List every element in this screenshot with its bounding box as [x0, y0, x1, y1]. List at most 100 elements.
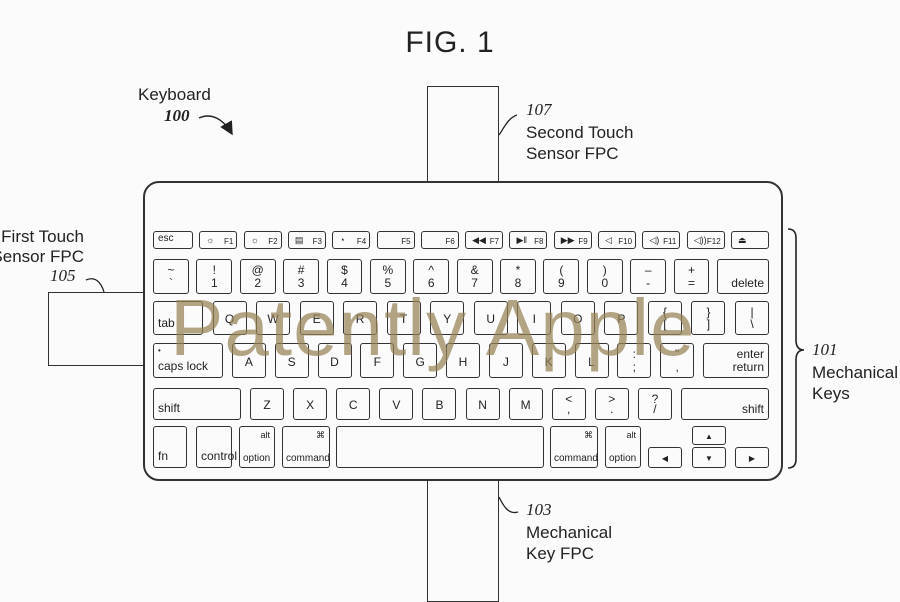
- key-top-label: –: [644, 263, 652, 277]
- key-question[interactable]: ?/: [637, 388, 672, 420]
- key-6[interactable]: ^6: [413, 259, 450, 294]
- key-m[interactable]: M: [508, 388, 543, 420]
- key-8[interactable]: *8: [500, 259, 536, 294]
- key-f6[interactable]: F6: [420, 231, 459, 249]
- key-control[interactable]: control: [196, 426, 237, 468]
- key-5[interactable]: %5: [369, 259, 406, 294]
- key-gt[interactable]: >.: [594, 388, 629, 420]
- key-f11[interactable]: ◁)F11: [642, 231, 681, 249]
- key-4[interactable]: $4: [326, 259, 363, 294]
- key-f12[interactable]: ◁))F12: [686, 231, 725, 249]
- key-p[interactable]: P: [604, 301, 639, 335]
- key-bottom-label: 6: [427, 276, 435, 290]
- key-u[interactable]: U: [473, 301, 508, 335]
- key-a[interactable]: A: [231, 343, 266, 378]
- key-top-label: ~: [167, 263, 175, 277]
- key-left[interactable]: ◀: [648, 447, 682, 468]
- key-f4[interactable]: ◔F4: [332, 231, 371, 249]
- key-minus[interactable]: –-: [630, 259, 667, 294]
- key-q[interactable]: Q: [212, 301, 247, 335]
- key-quote[interactable]: ",: [660, 343, 695, 378]
- key-f1[interactable]: ☼F1: [199, 231, 238, 249]
- key-bottom-label: option: [243, 453, 271, 464]
- key-x[interactable]: X: [293, 388, 328, 420]
- mechanical-key-fpc: [427, 472, 499, 602]
- key-n[interactable]: N: [465, 388, 500, 420]
- key-rcommand[interactable]: ⌘command: [550, 426, 598, 468]
- key-c[interactable]: C: [336, 388, 371, 420]
- key-icon: ☼: [206, 235, 215, 245]
- key-up[interactable]: ▲: [692, 426, 726, 445]
- key-v[interactable]: V: [379, 388, 414, 420]
- key-plus[interactable]: +=: [673, 259, 710, 294]
- key-tab[interactable]: tab: [153, 301, 203, 335]
- key-colon[interactable]: :;: [617, 343, 652, 378]
- key-f3[interactable]: ▤F3: [287, 231, 326, 249]
- key-i[interactable]: I: [517, 301, 552, 335]
- key-fn-label: F2: [268, 237, 278, 246]
- key-lcommand[interactable]: ⌘command: [282, 426, 330, 468]
- key-0[interactable]: )0: [586, 259, 623, 294]
- key-label: W: [267, 312, 279, 326]
- watermark: Patently Apple: [170, 283, 696, 372]
- key-7[interactable]: &7: [456, 259, 493, 294]
- key-k[interactable]: K: [531, 343, 566, 378]
- key-lbrace[interactable]: {[: [647, 301, 682, 335]
- key-label: Q: [224, 312, 235, 326]
- key-fn[interactable]: fn: [153, 426, 187, 468]
- key-g[interactable]: G: [403, 343, 438, 378]
- key-space[interactable]: [336, 426, 544, 468]
- key-1[interactable]: !1: [196, 259, 233, 294]
- key-esc[interactable]: esc: [153, 231, 193, 249]
- key-label: F: [373, 354, 381, 369]
- key-z[interactable]: Z: [250, 388, 285, 420]
- key-label: I: [532, 312, 536, 326]
- key-j[interactable]: J: [488, 343, 523, 378]
- key-rbrace[interactable]: }]: [691, 301, 726, 335]
- key-label: K: [544, 354, 553, 369]
- key-lt[interactable]: <,: [551, 388, 586, 420]
- key-9[interactable]: (9: [543, 259, 580, 294]
- key-f[interactable]: F: [360, 343, 395, 378]
- key-y[interactable]: Y: [430, 301, 465, 335]
- key-r[interactable]: R: [343, 301, 378, 335]
- key-3[interactable]: #3: [283, 259, 320, 294]
- key-e[interactable]: E: [299, 301, 334, 335]
- mech-keys-line1: Mechanical: [812, 363, 898, 382]
- key-lshift[interactable]: shift: [153, 388, 241, 420]
- key-f9[interactable]: ▶▶F9: [553, 231, 592, 249]
- key-tilde[interactable]: ~`: [153, 259, 189, 294]
- key-f10[interactable]: ◁F10: [598, 231, 637, 249]
- key-pipe[interactable]: |\: [735, 301, 769, 335]
- key-right[interactable]: ▶: [735, 447, 769, 468]
- key-label: N: [478, 398, 487, 412]
- key-delete[interactable]: delete: [717, 259, 769, 294]
- key-f2[interactable]: ☼F2: [243, 231, 282, 249]
- key-2[interactable]: @2: [239, 259, 276, 294]
- key-t[interactable]: T: [386, 301, 421, 335]
- key-eject[interactable]: ⏏: [731, 231, 769, 249]
- key-f8[interactable]: ▶‖F8: [509, 231, 548, 249]
- key-capslock[interactable]: caps lock•: [153, 343, 223, 378]
- key-rshift[interactable]: shift: [681, 388, 769, 420]
- key-top-label: @: [251, 263, 264, 277]
- key-b[interactable]: B: [422, 388, 457, 420]
- key-label: T: [400, 312, 408, 326]
- key-h[interactable]: H: [446, 343, 480, 378]
- key-f5[interactable]: F5: [376, 231, 415, 249]
- key-label: Z: [263, 398, 271, 412]
- key-bottom-label: option: [609, 453, 637, 464]
- key-s[interactable]: S: [274, 343, 309, 378]
- key-f7[interactable]: ◀◀F7: [465, 231, 504, 249]
- key-down[interactable]: ▼: [692, 447, 726, 468]
- key-w[interactable]: W: [256, 301, 291, 335]
- key-top-label: ^: [428, 263, 435, 277]
- key-bottom-label: ;: [632, 360, 636, 374]
- key-l[interactable]: L: [574, 343, 609, 378]
- key-o[interactable]: O: [560, 301, 595, 335]
- key-d[interactable]: D: [317, 343, 352, 378]
